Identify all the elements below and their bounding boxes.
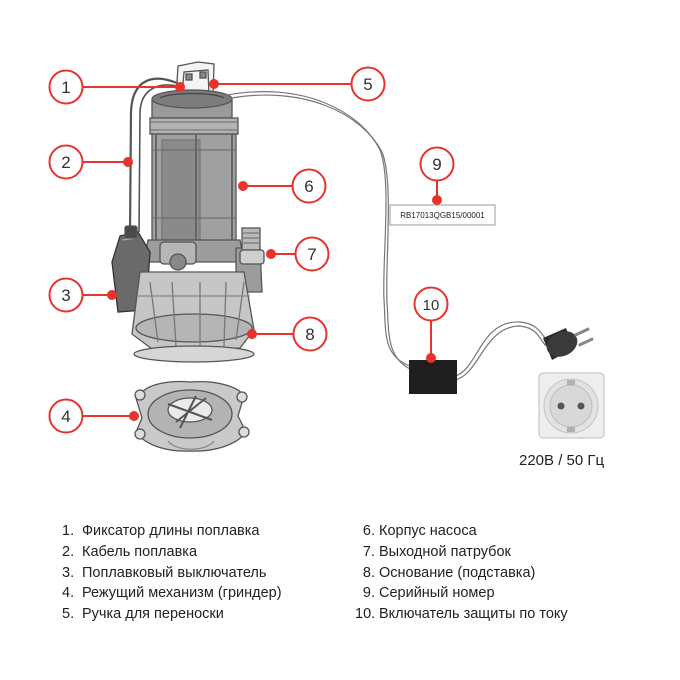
legend-text: Выходной патрубок [379,543,511,560]
legend-number: 3. [62,564,75,581]
voltage-label: 220В / 50 Гц [519,452,605,469]
legend-number: 2. [62,543,75,560]
legend-item: 10.Включатель защиты по току [355,604,568,625]
callout-leaders [83,79,442,421]
callout-4: 4 [48,398,84,434]
legend-number: 1. [62,523,75,539]
callout-7: 7 [294,236,330,272]
legend-number: 5. [62,606,75,623]
legend-item: 7.Выходной патрубок [355,542,568,563]
callout-8: 8 [292,316,328,352]
socket-icon [538,372,605,439]
legend-number: 10. [355,606,376,623]
callout-3: 3 [48,277,84,313]
svg-text:6: 6 [304,177,313,196]
legend-text: Основание (подставка) [379,564,536,581]
svg-text:8: 8 [305,325,314,344]
serial-number-label: RB17013QGB15/00001 [389,204,496,226]
legend-number: 7. [362,543,375,560]
legend-text: Ручка для переноски [82,606,224,623]
legend-left: 1. Фиксатор длины поплавка 2. Кабель попла… [62,521,282,625]
grinder-plate-illustration [134,380,250,452]
legend-text: Включатель защиты по току [379,606,568,623]
callout-6: 6 [291,168,327,204]
legend-number: 6. [362,523,375,539]
svg-text:10: 10 [423,297,440,314]
legend-item: 3. Поплавковый выключатель [62,563,282,584]
callout-10: 10 [413,286,449,322]
legend-number: 4. [62,585,75,602]
svg-text:7: 7 [307,245,316,264]
pump-illustration [111,61,265,363]
power-cable [221,91,549,381]
callout-9: 9 [419,146,455,182]
current-protection-switch [409,360,457,394]
callout-1: 1 [48,69,84,105]
legend-text: Фиксатор длины поплавка [82,523,260,539]
legend-text: Кабель поплавка [82,543,198,560]
svg-text:1: 1 [61,78,70,97]
legend-number: 8. [362,564,375,581]
plug-icon [543,327,594,360]
callout-circles: 1 2 3 4 5 6 7 8 9 10 [48,66,455,434]
legend-item: 8.Основание (подставка) [355,563,568,584]
serial-number-text: RB17013QGB15/00001 [400,211,485,220]
svg-text:3: 3 [61,286,70,305]
legend-text: Корпус насоса [379,523,477,539]
legend-right: 6.Корпус насоса 7.Выходной патрубок 8.Ос… [355,521,568,625]
legend-text: Режущий механизм (гриндер) [82,585,282,602]
callout-2: 2 [48,144,84,180]
legend-item: 4. Режущий механизм (гриндер) [62,583,282,604]
legend-item: 1. Фиксатор длины поплавка [62,521,282,542]
legend-item: 6.Корпус насоса [355,521,568,542]
callout-5: 5 [350,66,386,102]
legend-item: 2. Кабель поплавка [62,542,282,563]
svg-text:9: 9 [432,155,441,174]
legend-number: 9. [362,585,375,602]
legend-text: Серийный номер [379,585,495,602]
legend-item: 9.Серийный номер [355,583,568,604]
svg-text:4: 4 [61,407,70,426]
svg-text:5: 5 [363,75,372,94]
legend-text: Поплавковый выключатель [82,564,267,581]
legend-item: 5. Ручка для переноски [62,604,282,625]
svg-text:2: 2 [61,153,70,172]
